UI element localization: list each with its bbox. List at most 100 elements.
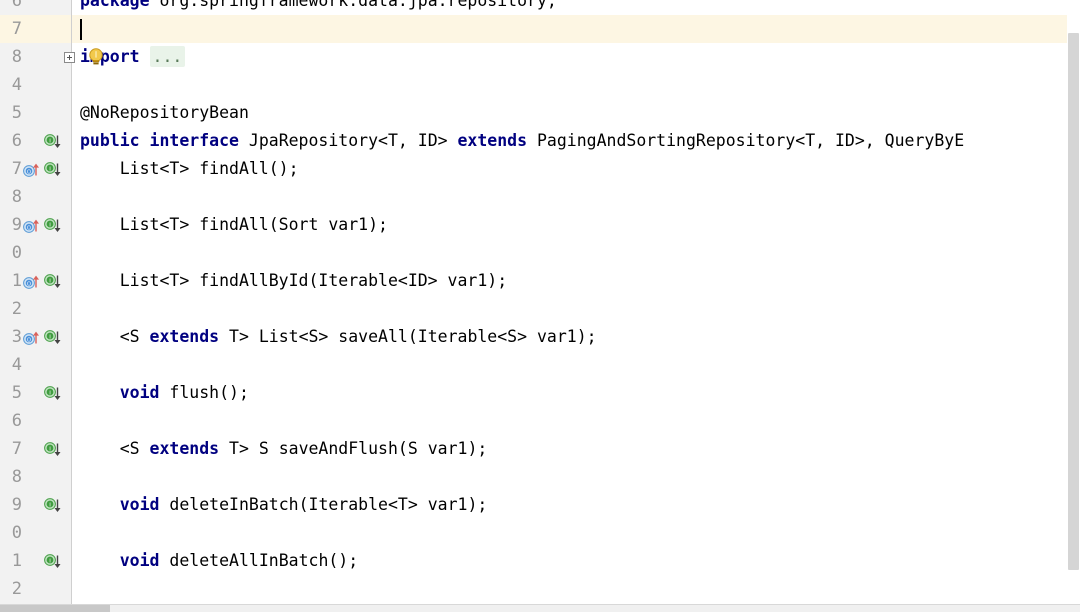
line-number: 5 [11,383,22,403]
horizontal-scrollbar-track[interactable] [0,604,1080,612]
gutter-row[interactable]: 8 [0,43,71,71]
svg-text:O: O [27,169,31,175]
code-token: PagingAndSortingRepository<T, ID>, Query… [527,131,965,150]
implementing-method-gutter-icon[interactable]: I [44,216,63,235]
code-line[interactable]: package org.springframework.data.jpa.rep… [72,0,557,15]
code-line[interactable] [72,71,80,99]
gutter-row[interactable]: 2 [0,295,71,323]
code-line[interactable]: @NoRepositoryBean [72,99,249,127]
line-number: 1 [11,271,22,291]
implementing-method-gutter-icon[interactable]: I [44,328,63,347]
gutter-row[interactable]: 4 [0,351,71,379]
gutter-row[interactable]: 6 [0,407,71,435]
implementing-method-gutter-icon[interactable]: I [44,440,63,459]
code-token: <S [80,327,150,346]
code-token: List<T> findAll(); [80,159,299,178]
svg-text:I: I [49,558,51,564]
implementing-method-gutter-icon[interactable]: I [44,496,63,515]
line-number: 7 [11,19,22,39]
code-line[interactable] [72,463,80,491]
code-token [80,495,120,514]
code-line[interactable]: void deleteAllInBatch(); [72,547,358,575]
line-number: 9 [11,215,22,235]
overriding-method-gutter-icon[interactable]: O [23,216,42,235]
svg-text:O: O [27,225,31,231]
code-line[interactable] [72,519,80,547]
code-line[interactable] [72,351,80,379]
fold-expand-icon[interactable] [64,52,75,63]
implementing-method-gutter-icon[interactable]: I [44,384,63,403]
overriding-method-gutter-icon[interactable]: O [23,160,42,179]
line-number: 0 [11,523,22,543]
line-number: 8 [11,467,22,487]
code-line[interactable]: List<T> findAllById(Iterable<ID> var1); [72,267,507,295]
line-number: 2 [11,579,22,599]
gutter-row[interactable]: 2 [0,575,71,603]
code-line[interactable] [72,407,80,435]
line-number: 9 [11,495,22,515]
keyword-token: public interface [80,131,239,150]
gutter-row[interactable]: 5 [0,99,71,127]
code-line[interactable]: List<T> findAll(); [72,155,299,183]
implementing-method-gutter-icon[interactable]: I [44,160,63,179]
editor-gutter[interactable]: 678456I7OI89OI01OI23OI45I67I89I01I23I45O… [0,0,72,612]
line-number: 7 [11,159,22,179]
line-number: 7 [11,439,22,459]
line-number: 6 [11,131,22,151]
caret-row-highlight [72,15,1080,43]
code-line[interactable] [72,15,80,43]
gutter-row[interactable]: 8 [0,463,71,491]
code-line[interactable]: List<T> findAll(Sort var1); [72,211,388,239]
line-number: 8 [11,47,22,67]
code-line[interactable]: void flush(); [72,379,249,407]
line-number: 5 [11,103,22,123]
code-text-area[interactable]: package org.springframework.data.jpa.rep… [72,0,1080,612]
code-line[interactable]: public interface JpaRepository<T, ID> ex… [72,127,964,155]
vertical-scrollbar-thumb[interactable] [1068,33,1079,570]
horizontal-scrollbar-thumb[interactable] [0,605,110,612]
code-line[interactable] [72,239,80,267]
gutter-row[interactable]: 4 [0,71,71,99]
overriding-method-gutter-icon[interactable]: O [23,328,42,347]
code-token: JpaRepository<T, ID> [238,131,458,150]
line-number: 6 [11,411,22,431]
code-line[interactable] [72,295,80,323]
code-line[interactable] [72,575,80,603]
code-line[interactable]: <S extends T> S saveAndFlush(S var1); [72,435,488,463]
code-token: <S [80,439,150,458]
svg-text:I: I [49,278,51,284]
implementing-method-gutter-icon[interactable]: I [44,272,63,291]
gutter-row[interactable]: 7 [0,15,71,43]
code-token: List<T> findAllById(Iterable<ID> var1); [80,271,508,290]
svg-text:O: O [27,281,31,287]
svg-text:I: I [49,138,51,144]
code-token: T> List<S> saveAll(Iterable<S> var1); [219,327,597,346]
keyword-token: extends [457,131,528,150]
gutter-row[interactable]: 6 [0,0,71,15]
overriding-method-gutter-icon[interactable]: O [23,272,42,291]
gutter-row[interactable]: 0 [0,519,71,547]
folded-region-placeholder[interactable]: ... [149,46,186,67]
implementing-method-gutter-icon[interactable]: I [44,132,63,151]
gutter-row[interactable]: 0 [0,239,71,267]
keyword-token: void [119,495,160,514]
svg-text:I: I [49,222,51,228]
text-caret [80,19,82,40]
code-line[interactable] [72,183,80,211]
gutter-row[interactable]: 8 [0,183,71,211]
intention-lightbulb-icon[interactable] [88,48,104,66]
code-line[interactable]: <S extends T> List<S> saveAll(Iterable<S… [72,323,597,351]
implementing-method-gutter-icon[interactable]: I [44,552,63,571]
code-token: deleteAllInBatch(); [159,551,359,570]
code-line[interactable]: void deleteInBatch(Iterable<T> var1); [72,491,488,519]
